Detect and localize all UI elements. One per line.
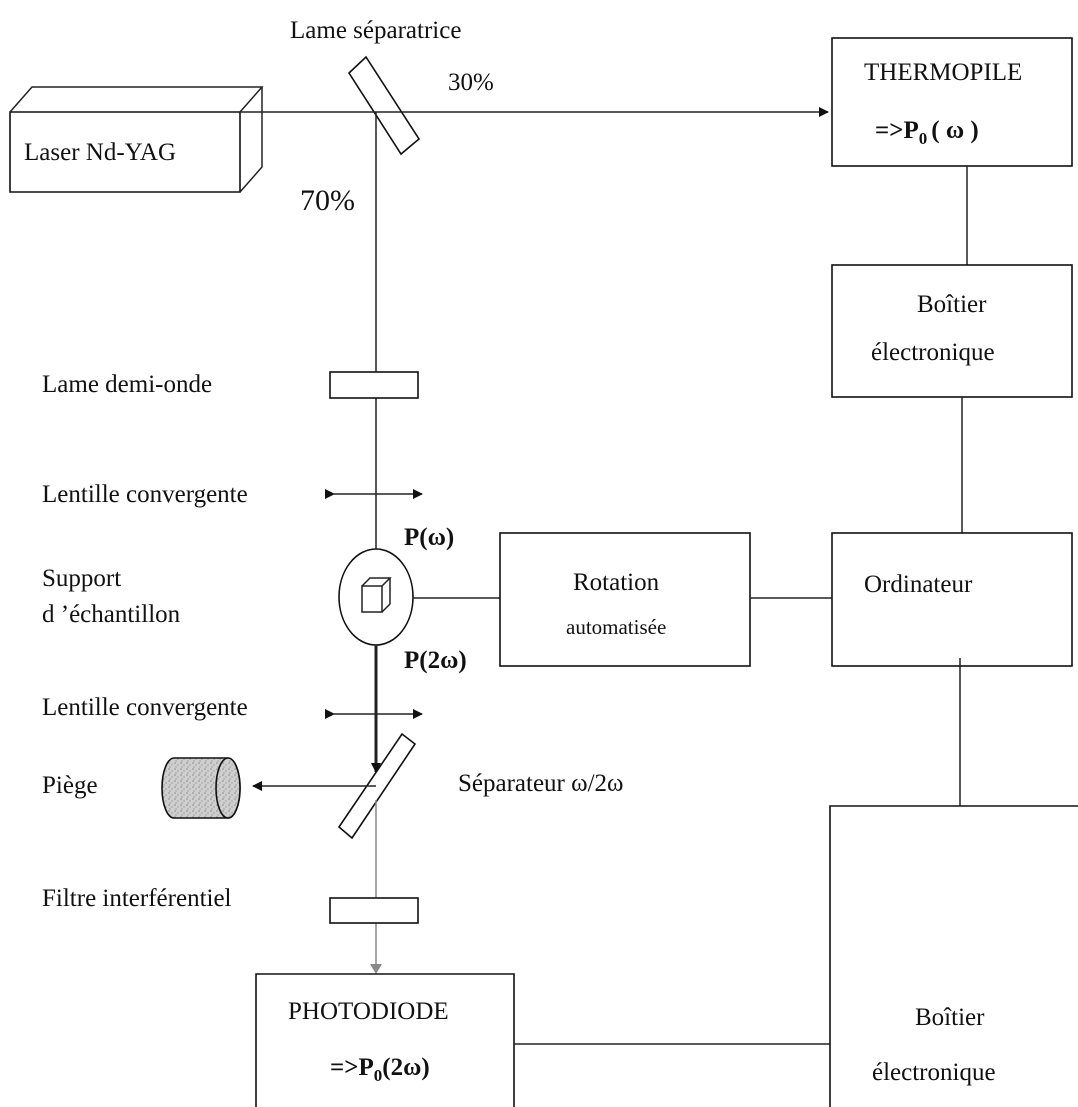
photodiode-suffix: (2ω) — [382, 1054, 429, 1081]
trap — [161, 757, 241, 819]
p-omega-label: P(ω) — [404, 524, 454, 551]
photodiode-box: PHOTODIODE =>P0(2ω) — [255, 973, 515, 1107]
separator-label: Séparateur ω/2ω — [458, 770, 624, 797]
piege-label: Piège — [42, 772, 98, 799]
boitier2-box: Boîtier électronique — [829, 805, 1078, 1107]
laser-label: Laser Nd-YAG — [24, 139, 176, 166]
rotation-line1: Rotation — [573, 569, 660, 596]
boitier1-line2: électronique — [871, 339, 995, 366]
photodiode-prefix: =>P — [330, 1054, 374, 1081]
boitier1-box: Boîtier électronique — [831, 264, 1073, 398]
ordinateur-label: Ordinateur — [864, 571, 973, 598]
thermopile-suffix: ( ω ) — [931, 117, 978, 144]
p-2omega-label: P(2ω) — [404, 647, 467, 674]
beam-arrowhead-photodiode — [370, 964, 382, 974]
thermopile-title: THERMOPILE — [864, 59, 1022, 86]
half-wave-plate — [329, 371, 419, 399]
photodiode-sub: 0 — [374, 1066, 383, 1085]
boitier1-line1: Boîtier — [917, 291, 987, 318]
boitier2-line1: Boîtier — [915, 1004, 985, 1031]
photodiode-formula: =>P0(2ω) — [330, 1054, 430, 1085]
support-line1: Support — [42, 565, 121, 592]
separator-plate — [337, 732, 417, 840]
photodiode-title: PHOTODIODE — [288, 998, 449, 1025]
rotation-line2: automatisée — [566, 615, 666, 639]
thermopile-sub: 0 — [919, 129, 928, 148]
lens2-label: Lentille convergente — [42, 694, 248, 721]
thermopile-formula: =>P0( ω ) — [875, 117, 979, 148]
interference-filter — [329, 897, 419, 924]
laser-box: Laser Nd-YAG — [9, 86, 264, 193]
support-line2: d ’échantillon — [42, 601, 181, 628]
beamsplitter: Lame séparatrice 30% 70% — [290, 17, 494, 217]
boitier2-line2: électronique — [872, 1059, 996, 1086]
rotation-box: Rotation automatisée — [499, 532, 751, 667]
ordinateur-box: Ordinateur — [831, 532, 1073, 667]
half-wave-label: Lame demi-onde — [42, 371, 212, 398]
beamsplitter-label: Lame séparatrice — [290, 17, 461, 44]
sample-holder — [338, 548, 414, 646]
filter-label: Filtre interférentiel — [42, 885, 232, 912]
thermopile-prefix: =>P — [875, 117, 919, 144]
thermopile-box: THERMOPILE =>P0( ω ) — [831, 37, 1073, 167]
pct70-label: 70% — [300, 184, 355, 217]
pct30-label: 30% — [448, 69, 494, 96]
lens1-label: Lentille convergente — [42, 481, 248, 508]
